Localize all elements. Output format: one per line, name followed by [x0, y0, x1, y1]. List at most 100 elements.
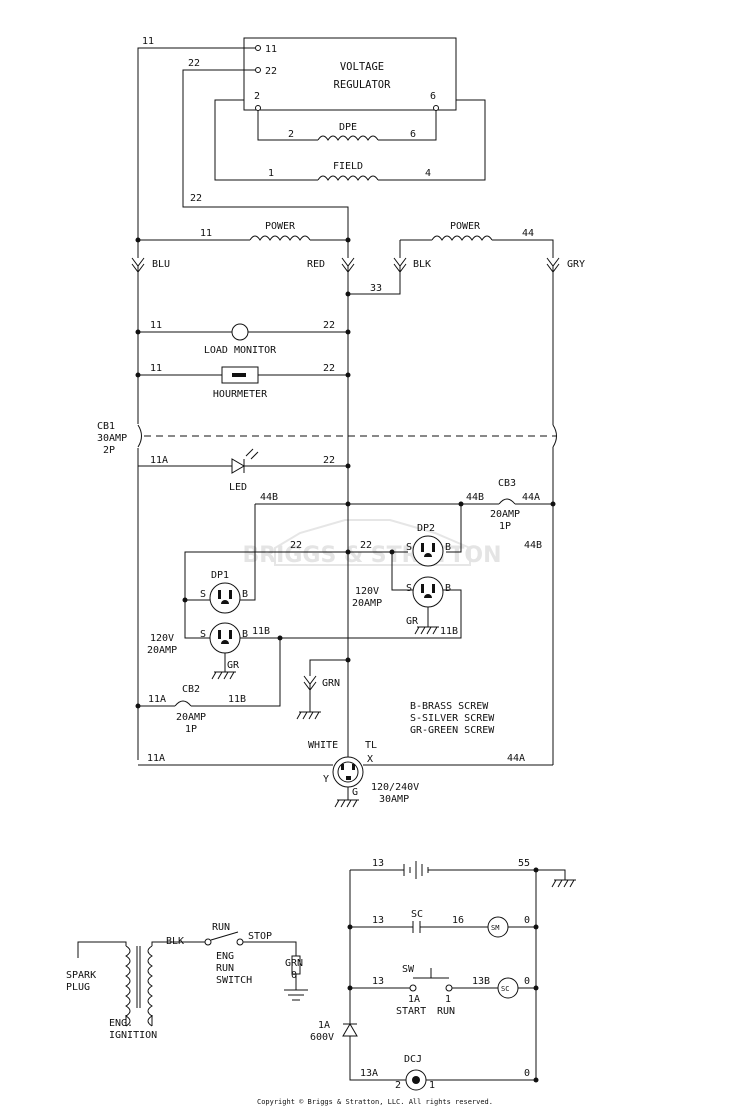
- dp2-rating-v: 120V: [355, 586, 379, 597]
- led-wire-11a: 11A: [150, 455, 168, 466]
- starter-wire-55: 55: [518, 858, 530, 869]
- twistlock-white: WHITE: [308, 740, 338, 751]
- diode-rating-2: 600V: [310, 1032, 334, 1043]
- dp1-rating-a: 20AMP: [147, 645, 177, 656]
- starter-wire-0c: 0: [524, 1068, 530, 1079]
- starter-terminal-1: 1: [445, 994, 451, 1005]
- twistlock-tl: TL: [365, 740, 377, 751]
- dp1-rating-v: 120V: [150, 633, 174, 644]
- power-2-wire-44: 44: [522, 228, 534, 239]
- cb1-poles: 2P: [103, 445, 115, 456]
- blk-label: BLK: [413, 259, 431, 270]
- dp1-label: DP1: [211, 570, 229, 581]
- regulator-title-2: REGULATOR: [334, 79, 392, 91]
- field-wire-4: 4: [425, 168, 431, 179]
- ignition-section: [77, 931, 308, 1027]
- ignition-blk: BLK: [166, 936, 184, 947]
- hourmeter-wire-11: 11: [150, 363, 162, 374]
- starter-wire-16: 16: [452, 915, 464, 926]
- terminal-22: 22: [265, 66, 277, 77]
- starter-solenoid: SC: [501, 985, 509, 993]
- dp1-s: S: [200, 589, 206, 600]
- wire-33-label: 33: [370, 283, 382, 294]
- hourmeter-wire-22: 22: [323, 363, 335, 374]
- starter-wire-13a: 13A: [360, 1068, 378, 1079]
- cb2-name: CB2: [182, 684, 200, 695]
- watermark: BRIGGS & STRATTON: [242, 519, 502, 568]
- screw-legend: B-BRASS SCREW S-SILVER SCREW GR-GREEN SC…: [410, 701, 495, 736]
- ignition-stop: STOP: [248, 931, 272, 942]
- spark-plug-label-2: PLUG: [66, 982, 90, 993]
- starter-motor: SM: [491, 924, 499, 932]
- wire-11a-cb2: 11A: [148, 694, 166, 705]
- voltage-regulator: VOLTAGE REGULATOR 11 22 2 6: [243, 37, 457, 111]
- starter-wire-13-sw: 13: [372, 976, 384, 987]
- diode-rating-1: 1A: [318, 1020, 330, 1031]
- power-1-label: POWER: [265, 221, 296, 232]
- starter-wire-0b: 0: [524, 976, 530, 987]
- cb3-rating: 20AMP: [490, 509, 520, 520]
- field-wire-1: 1: [268, 168, 274, 179]
- dp1-gr: GR: [227, 660, 240, 671]
- eng-run-switch-2: RUN: [216, 963, 234, 974]
- legend-silver: S-SILVER SCREW: [410, 713, 495, 724]
- cb3-name: CB3: [498, 478, 516, 489]
- starter-wire-13-sc: 13: [372, 915, 384, 926]
- cb2-rating: 20AMP: [176, 712, 206, 723]
- cb1-name: CB1: [97, 421, 115, 432]
- cb1-rating: 30AMP: [97, 433, 127, 444]
- field-coil: [317, 175, 379, 181]
- watermark-text: BRIGGS & STRATTON: [242, 543, 501, 568]
- wire-11b-cb2: 11B: [228, 694, 246, 705]
- twistlock-rating-v: 120/240V: [371, 782, 419, 793]
- starter-terminal-1a: 1A: [408, 994, 420, 1005]
- dpe-wire-6: 6: [410, 129, 416, 140]
- dp2-lower-b: B: [445, 583, 451, 594]
- power-coil-1: [249, 235, 311, 241]
- connector-grn: [296, 675, 321, 720]
- wire-44b-right: 44B: [524, 540, 542, 551]
- dp1-lower-receptacle: [209, 622, 241, 654]
- led-wire-22: 22: [323, 455, 335, 466]
- connector-red: [341, 240, 355, 770]
- twistlock-receptacle: [332, 756, 364, 808]
- dp2-rating-a: 20AMP: [352, 598, 382, 609]
- led-label: LED: [229, 482, 247, 493]
- starter-wire-13-top: 13: [372, 858, 384, 869]
- terminal-11: 11: [265, 44, 277, 55]
- dp1-lower-b: B: [242, 629, 248, 640]
- grn-label: GRN: [322, 678, 340, 689]
- connector-blk: [348, 240, 407, 295]
- blu-label: BLU: [152, 259, 170, 270]
- wire-44b-top: 44B: [260, 492, 278, 503]
- ignition-grn-0: 0: [291, 970, 297, 981]
- cb3-poles: 1P: [499, 521, 511, 532]
- terminal-2: 2: [254, 91, 260, 102]
- dp2-lower-s: S: [406, 583, 412, 594]
- dpe-coil: [317, 135, 379, 141]
- power-coil-2: [431, 235, 493, 241]
- copyright-text: Copyright © Briggs & Stratton, LLC. All …: [257, 1098, 493, 1106]
- starter-run-label: RUN: [437, 1006, 455, 1017]
- wire-22-dp1: 22: [290, 540, 302, 551]
- connector-gry: [546, 257, 560, 765]
- load-monitor-wire-11: 11: [150, 320, 162, 331]
- twistlock-g: G: [352, 787, 358, 798]
- wire-11-label: 11: [142, 36, 154, 47]
- dcj-terminal-1: 1: [429, 1080, 435, 1091]
- dp1-b: B: [242, 589, 248, 600]
- dp2-upper-receptacle: [412, 535, 444, 567]
- eng-run-switch-3: SWITCH: [216, 975, 252, 986]
- gry-label: GRY: [567, 259, 585, 270]
- power-1-wire-11: 11: [200, 228, 212, 239]
- led-diode: [231, 448, 259, 474]
- load-monitor-wire-22: 22: [323, 320, 335, 331]
- twistlock-y: Y: [323, 774, 329, 785]
- wire-11a-bottom: 11A: [147, 753, 165, 764]
- starter-circuit: [342, 861, 576, 1091]
- dp2-label: DP2: [417, 523, 435, 534]
- dp1-upper-receptacle: [209, 582, 241, 614]
- wire-11b-dp1: 11B: [252, 626, 270, 637]
- dp1-lower-s: S: [200, 629, 206, 640]
